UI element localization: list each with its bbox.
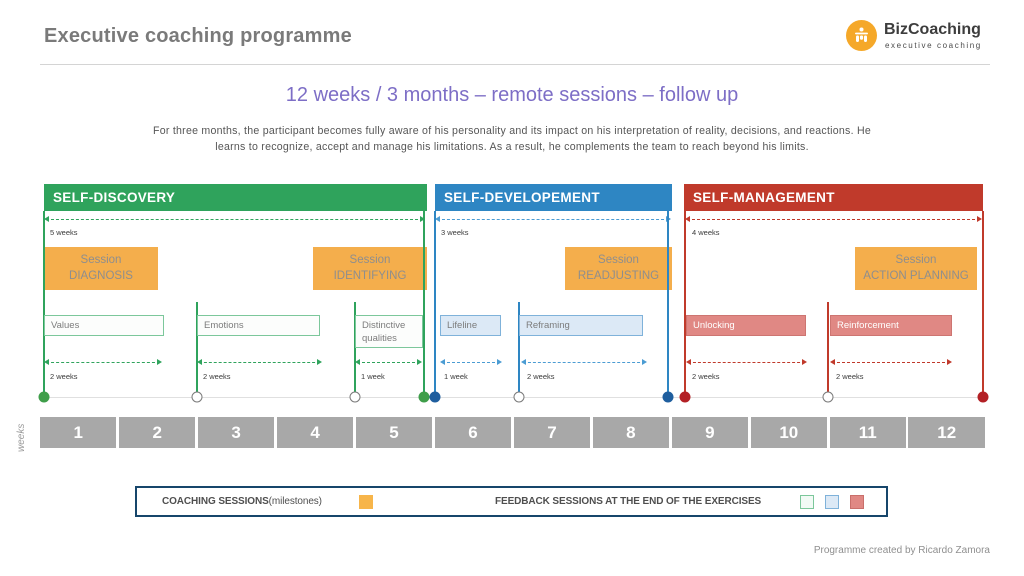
milestone-dot-filled-blue — [429, 391, 441, 403]
session-title: Session — [349, 254, 391, 266]
exercise-box-values: Values — [44, 315, 164, 336]
exercise-box-unlocking: Unlocking — [686, 315, 806, 336]
exercise-duration-arrow — [44, 359, 162, 365]
exercise-duration-arrow — [197, 359, 322, 365]
exercise-duration-label: 1 week — [361, 372, 385, 381]
session-title: Session — [80, 254, 122, 266]
legend-swatch-feedback-green — [800, 495, 814, 509]
connector-line — [827, 302, 829, 392]
exercise-box-reframing: Reframing — [519, 315, 643, 336]
milestone-dot-open — [822, 391, 834, 403]
exercise-box-reinforcement: Reinforcement — [830, 315, 952, 336]
legend-coaching-sessions: COACHING SESSIONS (milestones) — [162, 488, 322, 515]
connector-line — [423, 211, 425, 392]
page-title: Executive coaching programme — [44, 25, 352, 47]
weeks-axis-label: weeks — [16, 423, 27, 452]
timeline-baseline — [40, 397, 985, 398]
exercise-duration-arrow — [521, 359, 647, 365]
exercise-duration-label: 2 weeks — [836, 372, 864, 381]
exercise-duration-arrow — [355, 359, 422, 365]
phase-header-self-discovery: SELF-DISCOVERY — [44, 184, 427, 211]
session-name: IDENTIFYING — [333, 269, 407, 282]
session-title: Session — [895, 254, 937, 266]
title-divider — [40, 64, 990, 65]
milestone-dot-filled-blue — [662, 391, 674, 403]
milestone-dot-open — [191, 391, 203, 403]
session-name: DIAGNOSIS — [69, 269, 133, 282]
exercise-duration-label: 2 weeks — [527, 372, 555, 381]
milestone-dot-open — [513, 391, 525, 403]
connector-line — [518, 302, 520, 392]
session-name: ACTION PLANNING — [863, 269, 969, 282]
legend-coaching-label: COACHING SESSIONS — [162, 496, 269, 507]
week-cell: 9 — [671, 417, 749, 448]
legend-swatch-feedback-red — [850, 495, 864, 509]
week-cell: 6 — [434, 417, 512, 448]
week-cell: 2 — [118, 417, 196, 448]
week-cell: 3 — [197, 417, 275, 448]
programme-subtitle: 12 weeks / 3 months – remote sessions – … — [285, 84, 739, 106]
legend-swatch-coaching-orange — [359, 495, 373, 509]
phase-duration-arrow-green — [44, 216, 425, 222]
exercise-duration-arrow — [440, 359, 502, 365]
session-box-identifying: Session IDENTIFYING — [313, 247, 427, 290]
brand-tagline: executive coaching — [885, 41, 982, 50]
exercise-duration-label: 1 week — [444, 372, 468, 381]
milestone-dot-filled-green — [38, 391, 50, 403]
milestone-dot-filled-red — [679, 391, 691, 403]
week-cell: 12 — [908, 417, 985, 448]
session-box-diagnosis: Session DIAGNOSIS — [44, 247, 158, 290]
session-name: READJUSTING — [577, 269, 660, 282]
week-cell: 1 — [40, 417, 117, 448]
exercise-duration-label: 2 weeks — [50, 372, 78, 381]
session-box-readjusting: Session READJUSTING — [565, 247, 672, 290]
week-cell: 4 — [276, 417, 354, 448]
description-line-2: learns to recognize, accept and manage h… — [215, 140, 809, 153]
session-box-action-planning: Session ACTION PLANNING — [855, 247, 977, 290]
connector-line — [196, 302, 198, 392]
milestone-dot-filled-green — [418, 391, 430, 403]
bizcoaching-logo-icon — [846, 20, 877, 51]
connector-line — [982, 211, 984, 392]
week-cell: 11 — [829, 417, 906, 448]
legend-swatch-feedback-blue — [825, 495, 839, 509]
legend-coaching-suffix: (milestones) — [268, 496, 322, 507]
exercise-duration-label: 2 weeks — [692, 372, 720, 381]
week-bar: 1 2 3 4 5 6 7 8 9 10 11 12 — [40, 417, 985, 448]
exercise-duration-arrow — [686, 359, 807, 365]
exercise-duration-label: 2 weeks — [203, 372, 231, 381]
phase-header-self-management: SELF-MANAGEMENT — [684, 184, 983, 211]
phase-duration-label: 5 weeks — [50, 228, 78, 237]
legend-feedback-sessions: FEEDBACK SESSIONS AT THE END OF THE EXER… — [495, 496, 762, 507]
programme-description: For three months, the participant become… — [40, 124, 984, 155]
connector-line — [43, 211, 45, 392]
week-cell: 8 — [592, 417, 670, 448]
exercise-duration-arrow — [830, 359, 952, 365]
milestone-dot-filled-red — [977, 391, 989, 403]
exercise-box-distinctive-qualities: Distinctive qualities — [355, 315, 423, 348]
exercise-box-emotions: Emotions — [197, 315, 320, 336]
legend-box: COACHING SESSIONS (milestones) FEEDBACK … — [135, 486, 888, 517]
connector-line — [667, 211, 669, 392]
footer-credit: Programme created by Ricardo Zamora — [813, 545, 990, 556]
phase-duration-label: 3 weeks — [441, 228, 469, 237]
session-title: Session — [598, 254, 639, 266]
week-cell: 7 — [513, 417, 591, 448]
phase-duration-label: 4 weeks — [692, 228, 720, 237]
phase-header-self-developement: SELF-DEVELOPEMENT — [435, 184, 672, 211]
description-line-1: For three months, the participant become… — [153, 125, 871, 137]
week-cell: 10 — [750, 417, 828, 448]
phase-duration-arrow-red — [685, 216, 982, 222]
connector-line — [684, 211, 686, 392]
week-cell: 5 — [355, 417, 433, 448]
phase-duration-arrow-blue — [435, 216, 671, 222]
exercise-box-lifeline: Lifeline — [440, 315, 501, 336]
milestone-dot-open — [349, 391, 361, 403]
connector-line — [434, 211, 436, 392]
brand-name: BizCoaching — [884, 21, 981, 38]
